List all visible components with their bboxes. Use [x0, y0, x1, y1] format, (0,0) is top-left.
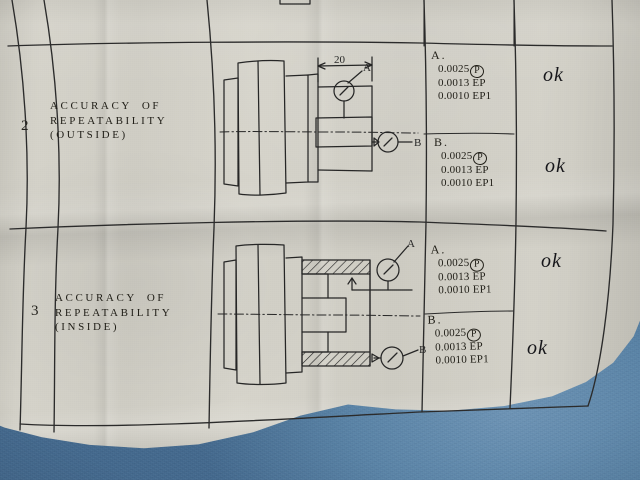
- measurement-value: 0.0025: [438, 63, 470, 76]
- measurement-value: 0.0010: [435, 353, 468, 367]
- measurement-unit: EP: [472, 77, 486, 90]
- measurement-value: 0.0013: [438, 77, 470, 90]
- measurement-value: 0.0025: [434, 327, 467, 341]
- result-mark: ok: [543, 64, 564, 86]
- indicator-b-label: B: [414, 137, 421, 149]
- measurement-line: 0.0010 EP1: [434, 177, 494, 189]
- measurement-header: B.: [434, 135, 450, 149]
- measurement-line: 0.0013 EP: [431, 77, 491, 89]
- dimension-label: 20: [334, 54, 346, 66]
- item-line-2: REPEATABILITY: [55, 306, 173, 319]
- measurement-line: 0.0010 EP1: [431, 90, 491, 102]
- measurement-unit: EP: [475, 164, 489, 177]
- row-number: 2: [21, 118, 29, 134]
- result-mark: ok: [541, 250, 562, 272]
- item-line-1: ACCURACY OF: [55, 292, 167, 304]
- circled-p-symbol: P: [467, 329, 480, 341]
- measurement-value: 0.0010: [441, 176, 473, 189]
- outside-repeatability-diagram: 20 A B: [219, 52, 422, 212]
- item-line-3: (INSIDE): [55, 321, 120, 334]
- measurement-value: 0.0025: [441, 150, 473, 163]
- row-number: 3: [31, 303, 39, 319]
- item-line-2: REPEATABILITY: [50, 114, 168, 127]
- measurement-header: A.: [430, 242, 447, 257]
- measurement-unit: EP1: [469, 352, 490, 366]
- measurement-unit: EP1: [472, 89, 492, 102]
- measurement-header: B.: [427, 312, 443, 327]
- measurement-value: 0.0013: [435, 341, 467, 355]
- measurement-unit: EP1: [472, 283, 492, 296]
- measurement-line: 0.0010 EP1: [431, 283, 492, 296]
- item-name: ACCURACY OF REPEATABILITY (OUTSIDE): [50, 99, 167, 143]
- circled-p-symbol: P: [470, 65, 483, 77]
- item-line-1: ACCURACY OF: [50, 100, 162, 112]
- measurement-value: 0.0013: [441, 164, 473, 177]
- indicator-a-label: A: [363, 62, 371, 74]
- measurement-line: 0.0013 EP: [431, 271, 492, 284]
- measurement-unit: EP1: [475, 176, 495, 189]
- measurement-value: 0.0025: [437, 257, 470, 270]
- measurement-value: 0.0013: [438, 271, 470, 284]
- circled-p-symbol: P: [473, 152, 486, 164]
- indicator-b-label: B: [419, 344, 426, 356]
- result-mark: ok: [527, 337, 548, 359]
- measurement-value: 0.0010: [438, 89, 470, 102]
- measurement-header: A.: [431, 48, 447, 62]
- inside-repeatability-diagram: A B: [217, 238, 426, 400]
- measurement-unit: EP: [469, 340, 484, 354]
- partial-row-diagram-remnant: [232, 0, 412, 18]
- measurement-value: 0.0010: [438, 283, 470, 297]
- result-mark: ok: [545, 155, 566, 177]
- item-line-3: (OUTSIDE): [50, 129, 128, 142]
- measurement-line: 0.0010 EP1: [428, 353, 489, 367]
- measurement-line: 0.0013 EP: [434, 164, 494, 176]
- item-name: ACCURACY OF REPEATABILITY (INSIDE): [55, 291, 172, 335]
- circled-p-symbol: P: [470, 259, 483, 271]
- indicator-a-label: A: [407, 238, 415, 250]
- measurement-unit: EP: [472, 271, 486, 284]
